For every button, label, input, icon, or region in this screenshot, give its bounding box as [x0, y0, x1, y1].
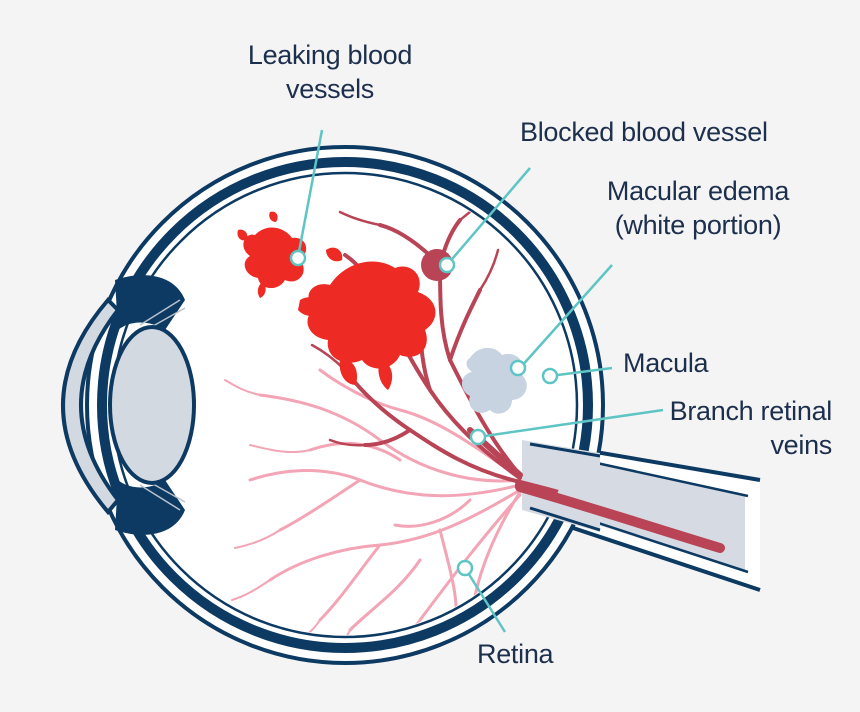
label-edema-line1: Macular edema	[606, 176, 790, 206]
label-leaking-line1: Leaking blood	[247, 40, 413, 70]
label-branch-line2: veins	[770, 430, 832, 460]
hemorrhage-large	[307, 261, 436, 369]
label-branch-line1: Branch retinal	[669, 396, 833, 426]
label-edema-line2: (white portion)	[614, 210, 782, 240]
cornea	[61, 297, 121, 516]
label-blocked-blood-vessel: Blocked blood vessel	[520, 117, 768, 147]
label-leaking-blood-vessels: Leaking blood vessels	[230, 38, 430, 106]
label-macular-edema: Macular edema (white portion)	[600, 174, 796, 242]
central-vein	[515, 482, 725, 553]
hemorrhages	[237, 211, 436, 390]
lens	[108, 325, 196, 485]
label-leaking-line2: vessels	[286, 74, 374, 104]
label-retina: Retina	[477, 639, 554, 669]
anchor-points	[289, 249, 559, 577]
iris-bottom	[115, 480, 185, 535]
iris-top	[115, 275, 185, 330]
hemorrhage-small	[243, 227, 307, 289]
leader-lines	[296, 129, 664, 633]
label-branch-retinal-veins: Branch retinal veins	[640, 394, 833, 462]
macular-edema	[461, 347, 527, 414]
label-macula: Macula	[623, 348, 709, 378]
